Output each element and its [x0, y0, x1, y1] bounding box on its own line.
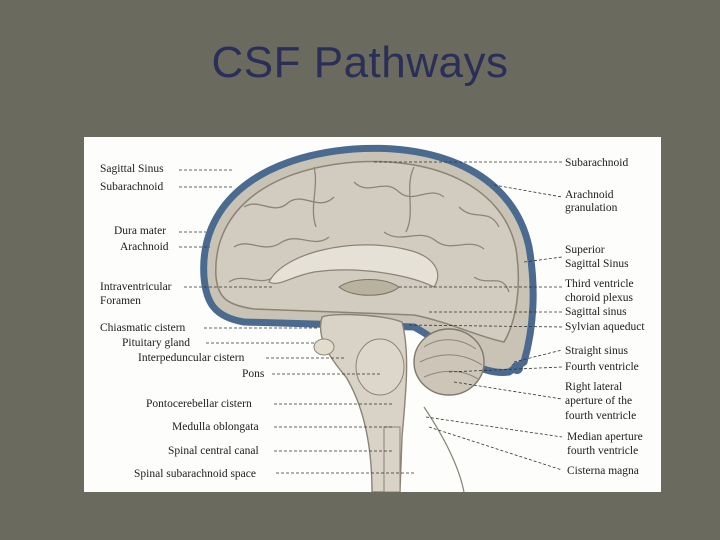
label-right-lateral-aperture-3: fourth ventricle	[565, 410, 636, 422]
label-cisterna-magna: Cisterna magna	[567, 465, 639, 477]
label-sagittal-sinus-right: Sagittal sinus	[565, 306, 627, 318]
label-right-lateral-aperture-2: aperture of the	[565, 395, 632, 407]
label-spinal-subarachnoid-space: Spinal subarachnoid space	[134, 468, 256, 480]
subarachnoid-space	[424, 407, 464, 492]
label-pons: Pons	[242, 368, 264, 380]
label-superior-sagittal-sinus-2: Sagittal Sinus	[565, 258, 629, 270]
label-medulla-oblongata: Medulla oblongata	[172, 421, 259, 433]
spinal-cord	[384, 427, 400, 492]
label-arachnoid-granulation-1: Arachnoid	[565, 189, 614, 201]
label-right-lateral-aperture-1: Right lateral	[565, 381, 622, 393]
cerebellum	[414, 329, 484, 395]
label-pontocerebellar-cistern: Pontocerebellar cistern	[146, 398, 252, 410]
label-superior-sagittal-sinus-1: Superior	[565, 244, 605, 256]
pituitary	[314, 339, 334, 355]
label-chiasmatic-cistern: Chiasmatic cistern	[100, 322, 185, 334]
label-subarachnoid-right: Subarachnoid	[565, 157, 628, 169]
label-subarachnoid-left: Subarachnoid	[100, 181, 163, 193]
label-sagittal-sinus: Sagittal Sinus	[100, 163, 164, 175]
label-intraventricular: Intraventricular	[100, 281, 172, 293]
label-spinal-central-canal: Spinal central canal	[168, 445, 259, 457]
label-pituitary-gland: Pituitary gland	[122, 337, 190, 349]
label-median-aperture-1: Median aperture	[567, 431, 643, 443]
label-sylvian-aqueduct: Sylvian aqueduct	[565, 321, 645, 333]
label-interpeduncular-cistern: Interpeduncular cistern	[138, 352, 244, 364]
slide-title: CSF Pathways	[0, 38, 720, 88]
label-arachnoid: Arachnoid	[120, 241, 169, 253]
label-third-ventricle-2: choroid plexus	[565, 292, 633, 304]
label-median-aperture-2: fourth ventricle	[567, 445, 638, 457]
pons	[356, 339, 404, 395]
label-straight-sinus: Straight sinus	[565, 345, 628, 357]
label-third-ventricle-1: Third ventricle	[565, 278, 634, 290]
label-dura-mater: Dura mater	[114, 225, 166, 237]
sinus-node	[511, 362, 523, 374]
brain-sagittal-diagram: Sagittal Sinus Subarachnoid Dura mater A…	[84, 137, 661, 492]
label-foramen: Foramen	[100, 295, 141, 307]
label-arachnoid-granulation-2: granulation	[565, 202, 617, 214]
label-fourth-ventricle: Fourth ventricle	[565, 361, 639, 373]
